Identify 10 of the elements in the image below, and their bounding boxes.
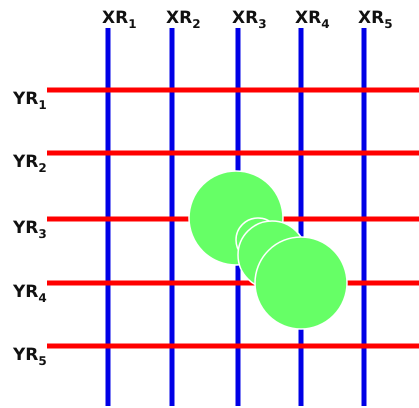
column-label: XR$_{1}$ xyxy=(102,8,137,28)
row-label: YR$_{4}$ xyxy=(13,282,47,302)
row-label: YR$_{2}$ xyxy=(13,152,47,172)
column-label: XR$_{5}$ xyxy=(358,8,393,28)
column-label: XR$_{2}$ xyxy=(166,8,201,28)
row-label: YR$_{3}$ xyxy=(13,218,47,238)
column-label: XR$_{4}$ xyxy=(295,8,330,28)
row-label: YR$_{1}$ xyxy=(13,89,47,109)
column-label: XR$_{3}$ xyxy=(232,8,267,28)
row-label: YR$_{5}$ xyxy=(13,345,47,365)
